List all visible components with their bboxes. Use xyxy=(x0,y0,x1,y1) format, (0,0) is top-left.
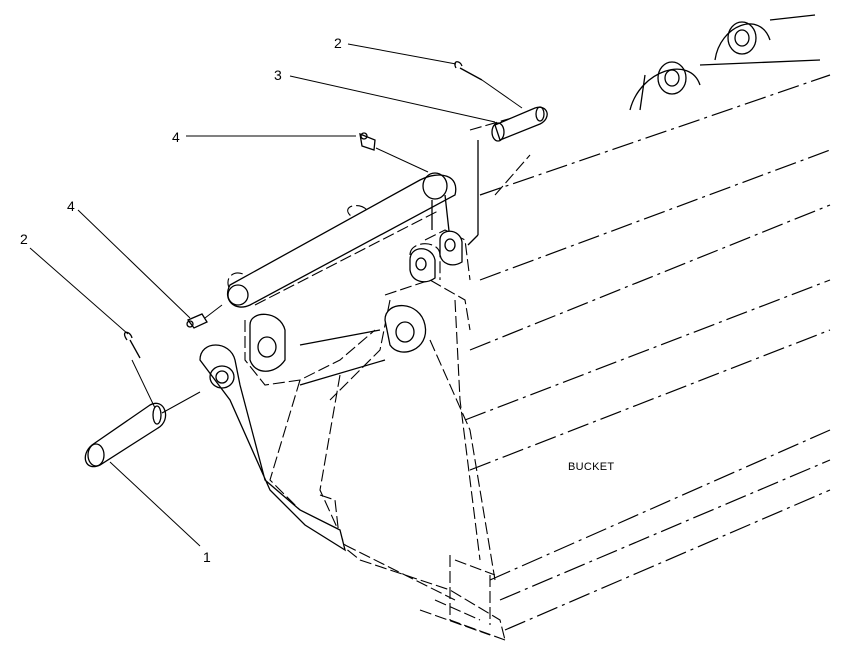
pin-item-3 xyxy=(467,106,548,246)
cotter-pin-item-2-left xyxy=(123,331,156,409)
bucket-label: BUCKET xyxy=(568,461,614,473)
cotter-pin-item-2-top xyxy=(454,61,523,109)
bucket-ears xyxy=(629,14,821,111)
leader-lines xyxy=(29,43,496,547)
linkage-plate xyxy=(199,304,427,552)
pin-item-1 xyxy=(84,391,201,468)
bucket-body xyxy=(309,74,831,641)
callout-2-top: 2 xyxy=(334,35,342,51)
callout-4-left: 4 xyxy=(67,198,75,214)
callout-3: 3 xyxy=(274,67,282,83)
grease-fitting-item-4-left xyxy=(186,304,223,329)
callout-2-left: 2 xyxy=(20,231,28,247)
upper-link-tube xyxy=(226,172,463,308)
callout-4-top: 4 xyxy=(172,129,180,145)
grease-fitting-item-4-top xyxy=(359,132,429,173)
callout-1: 1 xyxy=(203,549,211,565)
